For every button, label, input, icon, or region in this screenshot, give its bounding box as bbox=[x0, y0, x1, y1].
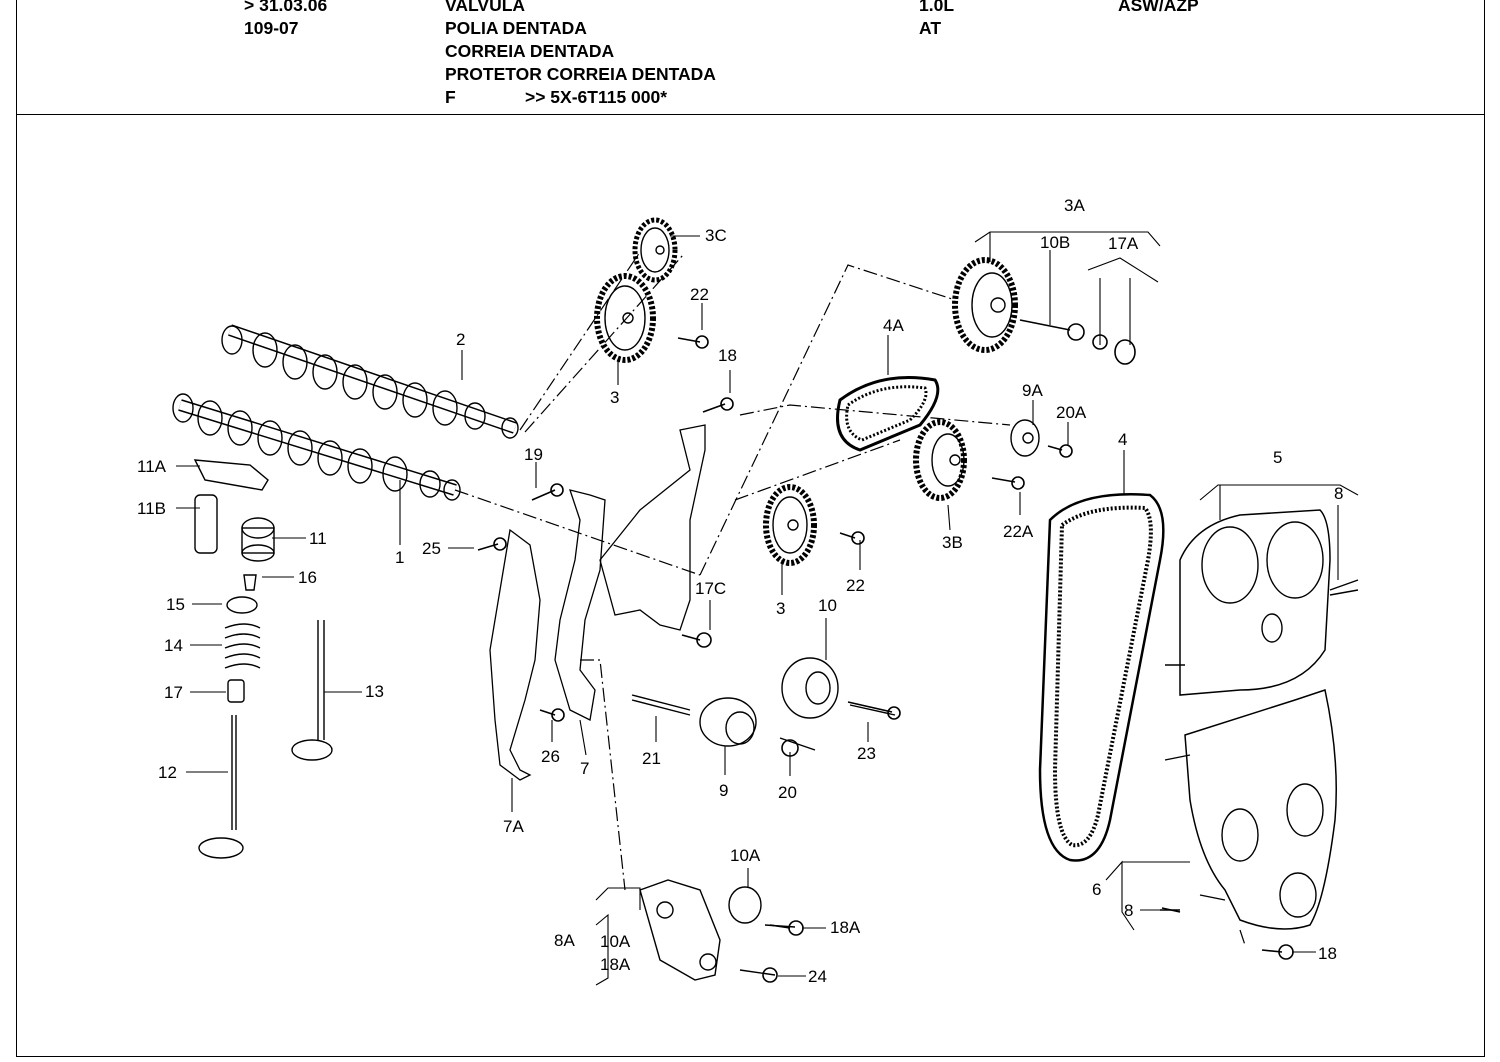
fitting-value: >> 5X-6T115 000* bbox=[525, 87, 668, 107]
leader-lines bbox=[176, 231, 1359, 986]
upper-cover-5 bbox=[1179, 509, 1331, 696]
callout-8-lower: 8 bbox=[1124, 901, 1133, 920]
callout-11: 11 bbox=[309, 529, 327, 548]
description-line: PROTETOR CORREIA DENTADA bbox=[445, 64, 716, 84]
tensioner-9 bbox=[631, 694, 816, 751]
timing-belt-4 bbox=[1038, 493, 1165, 862]
callout-9a: 9A bbox=[1022, 381, 1043, 400]
guard-7a bbox=[489, 528, 541, 781]
callout-12: 12 bbox=[158, 763, 177, 782]
callout-19: 19 bbox=[524, 445, 543, 464]
callout-16: 16 bbox=[298, 568, 317, 587]
callout-20a: 20A bbox=[1056, 403, 1087, 422]
diagram-frame bbox=[16, 0, 1485, 1057]
sprocket-3-upper bbox=[594, 273, 656, 363]
callout-3c: 3C bbox=[705, 226, 727, 245]
sprocket-3a bbox=[952, 257, 1018, 353]
header-group-number: 109-07 bbox=[244, 18, 299, 38]
callout-10b: 10B bbox=[1040, 233, 1070, 252]
callout-17c: 17C bbox=[695, 579, 726, 598]
header-engine-size: 1.0L bbox=[919, 0, 955, 15]
callout-17a: 17A bbox=[1108, 234, 1139, 253]
header-divider bbox=[16, 114, 1485, 115]
callout-5: 5 bbox=[1273, 448, 1282, 467]
callout-18-lower: 18 bbox=[1318, 944, 1337, 963]
guard-7 bbox=[554, 489, 606, 721]
camshaft-2 bbox=[221, 324, 519, 439]
fitting-label: F bbox=[445, 87, 456, 107]
callout-3-lower: 3 bbox=[776, 599, 785, 618]
callout-10: 10 bbox=[818, 596, 837, 615]
callout-10a: 10A bbox=[730, 846, 761, 865]
description-fitting-row: F >> 5X-6T115 000* bbox=[445, 86, 716, 109]
callout-14: 14 bbox=[164, 636, 183, 655]
callout-24: 24 bbox=[808, 967, 827, 986]
callout-17: 17 bbox=[164, 683, 183, 702]
valve-train bbox=[193, 459, 333, 859]
callout-3-upper: 3 bbox=[610, 388, 619, 407]
header-date-range: > 31.03.06 bbox=[244, 0, 328, 15]
callout-22-upper: 22 bbox=[690, 285, 709, 304]
callout-13: 13 bbox=[365, 682, 384, 701]
sprocket-3b bbox=[913, 419, 967, 501]
description-line: VALVULA bbox=[445, 0, 526, 15]
alignment-lines bbox=[454, 251, 1246, 946]
callout-2: 2 bbox=[456, 330, 465, 349]
tensioner-8a bbox=[639, 879, 796, 981]
callout-8a: 8A bbox=[554, 931, 575, 950]
belt-4a bbox=[836, 376, 940, 452]
callout-10a-group: 10A bbox=[600, 932, 631, 951]
description-line: POLIA DENTADA bbox=[445, 18, 587, 38]
callout-22a: 22A bbox=[1003, 522, 1034, 541]
lower-cover-6 bbox=[1184, 689, 1337, 930]
header-engine-codes: ASW/AZP bbox=[1118, 0, 1199, 15]
callout-21: 21 bbox=[642, 749, 661, 768]
callout-labels: 1 2 3 3 3A 3B 3C 4 4A 5 6 7 7A 8 8 8A 9 … bbox=[137, 196, 1343, 986]
callout-6: 6 bbox=[1092, 880, 1101, 899]
callout-11a: 11A bbox=[137, 457, 167, 476]
callout-26: 26 bbox=[541, 747, 560, 766]
callout-15: 15 bbox=[166, 595, 185, 614]
tensioner-9a bbox=[1010, 419, 1040, 457]
rear-guard bbox=[599, 424, 706, 631]
callout-18a-group: 18A bbox=[600, 955, 631, 974]
callout-23: 23 bbox=[857, 744, 876, 763]
callout-3a: 3A bbox=[1064, 196, 1085, 215]
callout-22-lower: 22 bbox=[846, 576, 865, 595]
callout-4a: 4A bbox=[883, 316, 904, 335]
callout-7a: 7A bbox=[503, 817, 524, 836]
sprocket-3c bbox=[632, 217, 678, 283]
callout-18-upper: 18 bbox=[718, 346, 737, 365]
callout-8-upper: 8 bbox=[1334, 484, 1343, 503]
bolts bbox=[477, 319, 1294, 983]
description-line: CORREIA DENTADA bbox=[445, 41, 615, 61]
header-transmission: AT bbox=[919, 18, 942, 38]
sprocket-3-lower bbox=[763, 484, 817, 566]
callout-18a: 18A bbox=[830, 918, 861, 937]
callout-3b: 3B bbox=[942, 533, 963, 552]
callout-25: 25 bbox=[422, 539, 441, 558]
callout-9: 9 bbox=[719, 781, 728, 800]
callout-1: 1 bbox=[395, 548, 404, 567]
callout-11b: 11B bbox=[137, 499, 166, 518]
camshaft-1 bbox=[172, 393, 461, 501]
callout-20: 20 bbox=[778, 783, 797, 802]
header-description: VALVULA POLIA DENTADA CORREIA DENTADA PR… bbox=[445, 0, 716, 109]
callout-4: 4 bbox=[1118, 430, 1127, 449]
callout-7: 7 bbox=[580, 759, 589, 778]
